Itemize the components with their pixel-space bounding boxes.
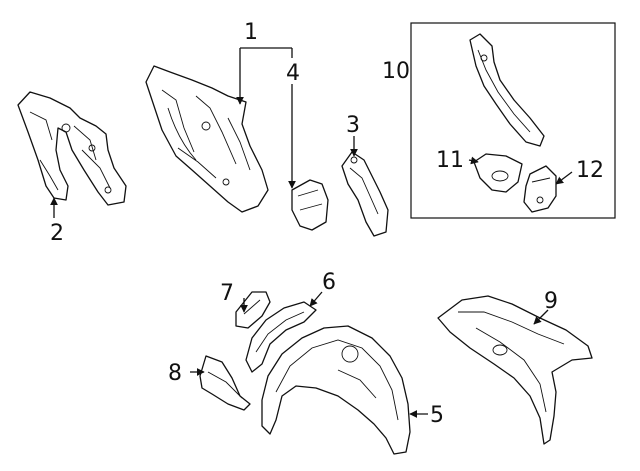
part-1-inner-panel [145, 65, 269, 213]
part-12-plate [523, 165, 557, 213]
callout-9: 9 [544, 289, 558, 314]
callout-12: 12 [576, 158, 604, 183]
callout-4: 4 [286, 61, 300, 86]
part-2-bracket [17, 91, 127, 206]
callout-3: 3 [346, 113, 360, 138]
leader-12 [555, 171, 573, 185]
part-9-quarter-inner [437, 295, 593, 445]
part-3-extension [341, 151, 389, 237]
leader-11 [468, 156, 479, 165]
callout-10: 10 [382, 59, 410, 84]
callout-2: 2 [50, 221, 64, 246]
callout-5: 5 [430, 403, 444, 428]
inset-frame [410, 22, 616, 219]
callout-7: 7 [220, 281, 234, 306]
part-6-extension [245, 301, 317, 373]
callout-8: 8 [168, 361, 182, 386]
callout-6: 6 [322, 270, 336, 295]
part-10-pillar [469, 33, 545, 147]
leader-6 [309, 291, 323, 307]
leader-9 [533, 309, 549, 325]
callout-11: 11 [436, 148, 464, 173]
callout-1: 1 [244, 20, 258, 45]
part-8-bracket [199, 355, 251, 411]
part-4-reinforcement [291, 179, 329, 231]
leader-lines [50, 47, 573, 418]
part-11-bracket [473, 153, 523, 193]
part-5-wheelhouse [261, 325, 411, 455]
